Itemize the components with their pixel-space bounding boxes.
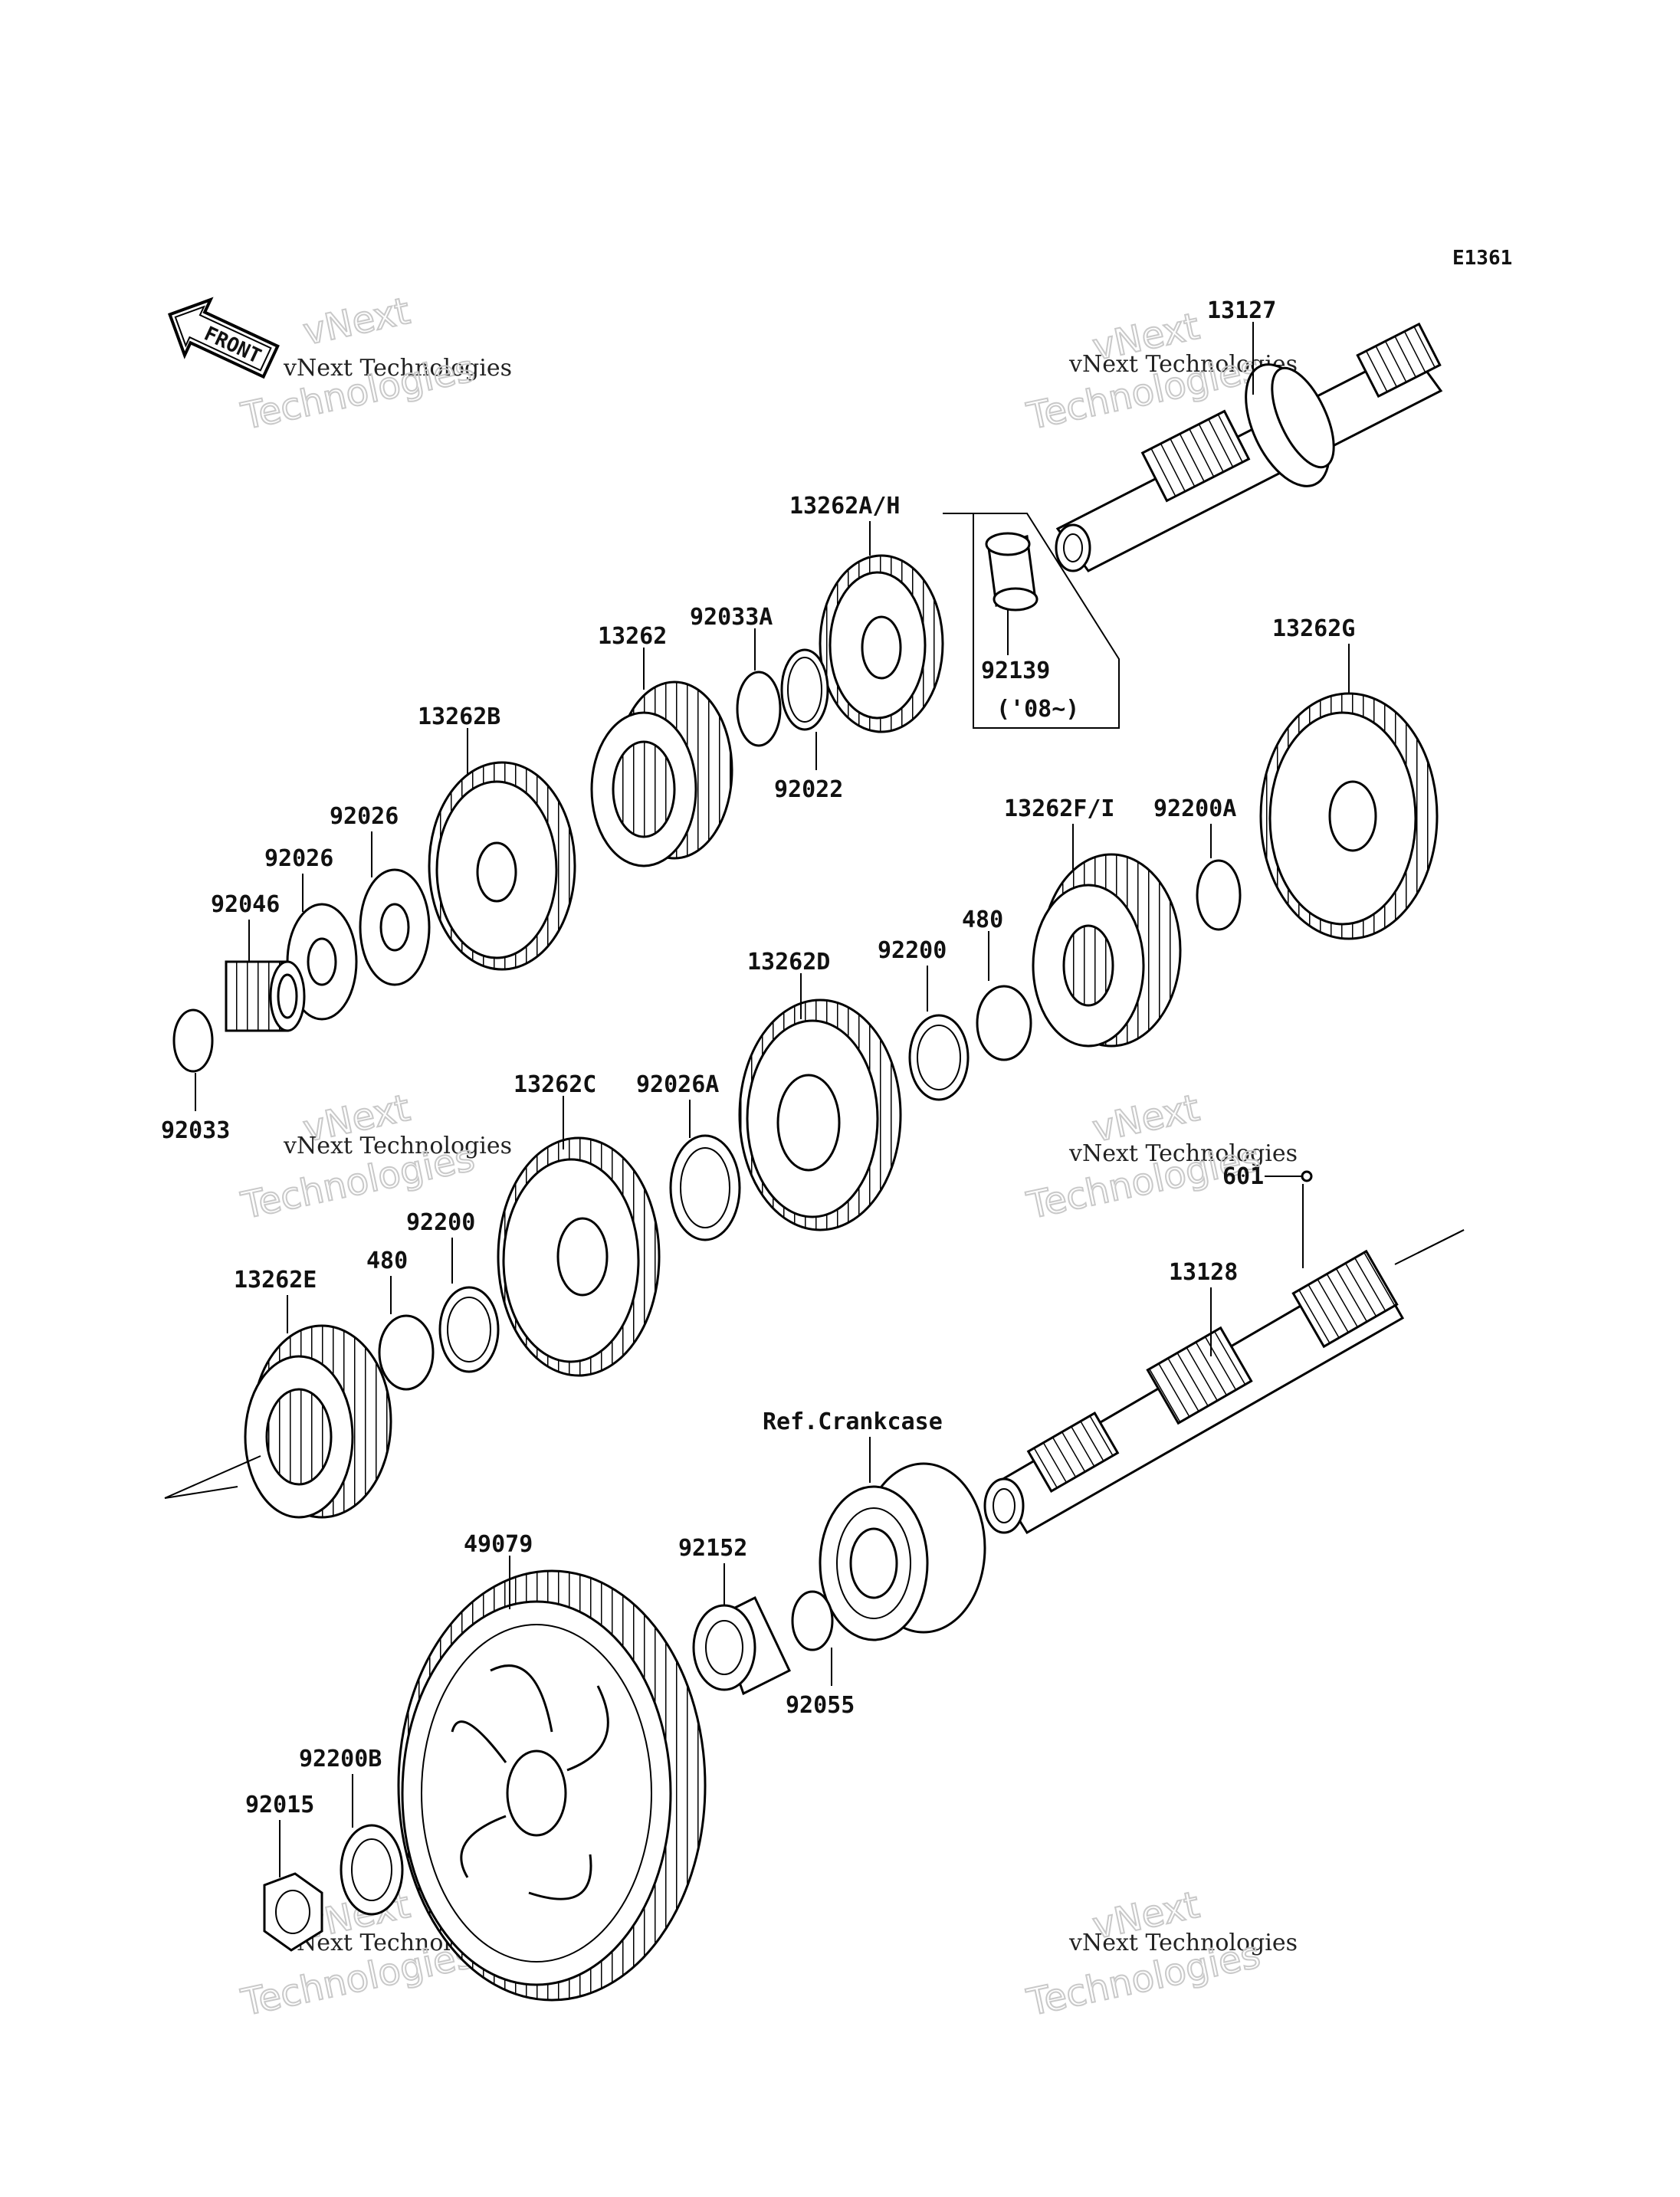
nut-92015: [263, 1872, 323, 1952]
label-13262G: 13262G: [1272, 615, 1355, 642]
oring-92055: [791, 1590, 834, 1651]
gear-13262E: [244, 1324, 392, 1519]
circlip-92033: [172, 1008, 214, 1073]
circlip-92033A: [736, 671, 782, 747]
gear-13262B: [428, 761, 576, 971]
label-13262B: 13262B: [418, 703, 500, 730]
label-13262E: 13262E: [234, 1267, 317, 1294]
label-13262C: 13262C: [514, 1071, 596, 1098]
svg-text:vNext Technologies: vNext Technologies: [1068, 1930, 1298, 1956]
circlip-480-a: [976, 985, 1032, 1061]
diagram-code: E1361: [1452, 247, 1512, 270]
label-92200A: 92200A: [1153, 795, 1236, 822]
washer-92200-b: [438, 1286, 500, 1373]
label-92046: 92046: [211, 891, 280, 918]
label-92022: 92022: [774, 776, 843, 803]
label-92033A: 92033A: [690, 604, 773, 631]
collar-92152: [692, 1595, 791, 1696]
svg-text:vNext: vNext: [300, 290, 414, 354]
svg-text:vNext Technologies: vNext Technologies: [283, 355, 512, 382]
label-92055: 92055: [786, 1692, 855, 1719]
label-13262FI: 13262F/I: [1004, 795, 1115, 822]
label-13262D: 13262D: [747, 949, 830, 976]
svg-text:vNext Technologies: vNext Technologies: [1068, 1140, 1298, 1167]
front-arrow-icon: FRONT: [167, 297, 280, 379]
output-shaft-13128: [983, 1249, 1405, 1535]
label-13262AH: 13262A/H: [789, 493, 901, 520]
label-92026-b: 92026: [264, 845, 333, 872]
gear-13262D: [738, 998, 902, 1231]
washer-92022: [780, 648, 829, 731]
needle-bearing-92046: [225, 960, 306, 1032]
bushing-92139: [943, 513, 1120, 729]
label-92033: 92033: [161, 1117, 230, 1144]
washer-92200-a: [908, 1014, 970, 1101]
gear-13262FI: [1032, 853, 1182, 1048]
label-49079: 49079: [464, 1531, 533, 1558]
label-92139-note: ('08~): [996, 696, 1079, 723]
bearing-ref-crankcase: [819, 1462, 986, 1641]
label-601: 601: [1222, 1163, 1264, 1190]
label-480-a: 480: [962, 907, 1003, 933]
circlip-480-b: [378, 1314, 435, 1391]
label-92200-b: 92200: [406, 1209, 475, 1236]
label-92026-a: 92026: [330, 803, 399, 830]
input-shaft-13127: [1055, 322, 1443, 572]
label-480-b: 480: [366, 1248, 408, 1274]
ref-crankcase-label: Ref.Crankcase: [763, 1408, 943, 1435]
svg-text:vNext Technologies: vNext Technologies: [283, 1133, 512, 1159]
label-92152: 92152: [678, 1535, 747, 1562]
washer-92200A: [1196, 859, 1242, 931]
label-92139: 92139: [981, 657, 1050, 684]
gear-13262G: [1259, 692, 1439, 940]
label-92200-a: 92200: [878, 937, 947, 964]
label-13262: 13262: [598, 623, 667, 650]
washer-92026A: [669, 1134, 741, 1241]
sprocket-49079: [397, 1569, 707, 2002]
gear-13262C: [497, 1136, 661, 1377]
label-13128: 13128: [1169, 1259, 1238, 1286]
label-92015: 92015: [245, 1792, 314, 1818]
label-92200B: 92200B: [299, 1746, 382, 1772]
gear-13262AH: [819, 554, 944, 733]
label-92026A: 92026A: [636, 1071, 719, 1098]
gear-13262: [590, 680, 733, 867]
label-13127: 13127: [1207, 297, 1276, 324]
lock-washer-92200B: [340, 1824, 404, 1916]
